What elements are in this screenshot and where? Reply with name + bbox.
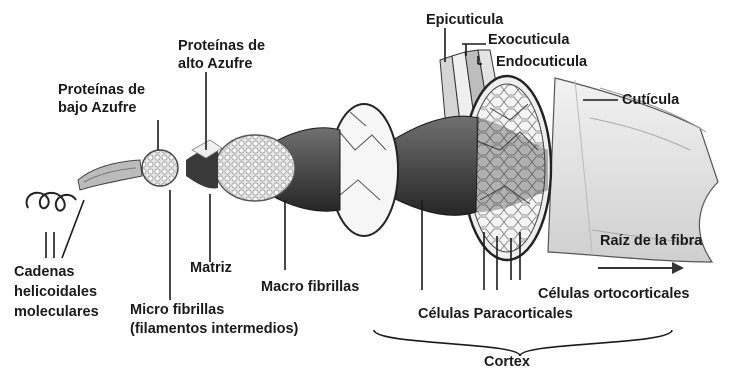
label-proteinas-bajo-line2: bajo Azufre — [58, 100, 136, 116]
label-micro-line1: Micro fibrillas — [130, 302, 224, 318]
label-cuticula: Cutícula — [622, 92, 680, 108]
label-epicuticula: Epicuticula — [426, 12, 504, 28]
label-cadenas-line1: Cadenas — [14, 264, 74, 280]
protofilament — [78, 160, 142, 190]
label-endocuticula: Endocuticula — [496, 54, 588, 70]
root-arrow — [598, 262, 684, 274]
macro-fibrillas-cluster — [215, 135, 295, 201]
microfibril-bundle — [142, 150, 178, 186]
label-proteinas-alto-line1: Proteínas de — [178, 38, 265, 54]
label-proteinas-alto-line2: alto Azufre — [178, 56, 252, 72]
label-cortex: Cortex — [484, 354, 530, 370]
label-exocuticula: Exocuticula — [488, 32, 570, 48]
label-proteinas-bajo-line1: Proteínas de — [58, 82, 145, 98]
label-cadenas-line2: helicoidales — [14, 284, 97, 300]
label-cadenas-line3: moleculares — [14, 304, 99, 320]
label-celulas-orto: Células ortocorticales — [538, 286, 690, 302]
matrix-region — [186, 140, 222, 189]
label-micro-line2: (filamentos intermedios) — [130, 321, 299, 337]
helical-chains — [27, 193, 76, 211]
label-raiz: Raíz de la fibra — [600, 233, 703, 249]
label-celulas-para: Células Paracorticales — [418, 306, 573, 322]
label-macro: Macro fibrillas — [261, 279, 359, 295]
label-matriz: Matriz — [190, 260, 232, 276]
